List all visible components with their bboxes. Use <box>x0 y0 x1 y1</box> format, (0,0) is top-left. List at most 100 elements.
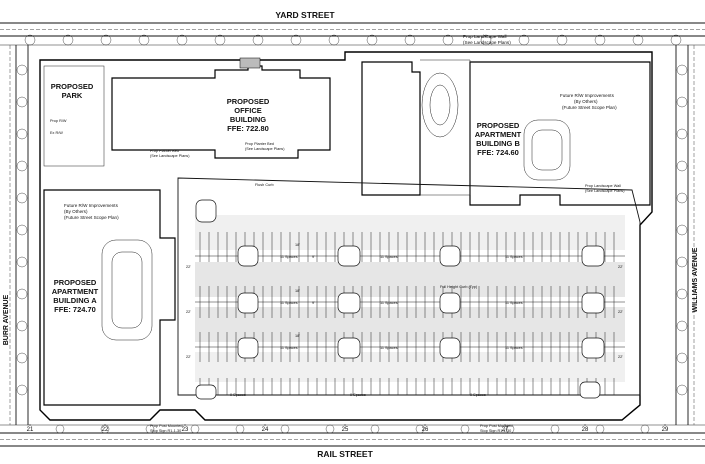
row-3-b: 11 Spaces <box>380 346 398 350</box>
svg-text:BUILDING B: BUILDING B <box>476 139 520 148</box>
tree-icon <box>415 424 425 434</box>
stall-dim-1: 18' <box>295 243 300 247</box>
tree-icon <box>16 64 28 76</box>
ex-rw-label: Ex R/W <box>50 131 63 135</box>
tree-icon <box>480 34 492 46</box>
note-landscape-wall-top: Prop Landscape Wall (See Landscape Plans… <box>463 34 511 45</box>
apt-b-label: PROPOSED APARTMENT BUILDING B FFE: 724.6… <box>475 121 522 157</box>
tree-icon <box>442 34 454 46</box>
tree-icon <box>16 128 28 140</box>
svg-text:Prop Post Mounted: Prop Post Mounted <box>150 424 183 428</box>
row-1-c: 11 Spaces <box>505 255 523 259</box>
row-2-c: 11 Spaces <box>505 301 523 305</box>
tree-icon <box>676 64 688 76</box>
road-edges <box>0 22 705 447</box>
note-stop-sign-1: Prop Post Mounted Stop Sign R1-1-30 <box>150 424 183 433</box>
note-full-height-curb: Full Height Curb (Typ) <box>440 285 478 289</box>
tree-icon <box>190 424 200 434</box>
svg-text:Future R/W Improvements: Future R/W Improvements <box>560 93 615 98</box>
street-east: WILLIAMS AVENUE <box>692 247 699 312</box>
apartment-building-b <box>361 61 421 196</box>
note-future-row-east: Future R/W Improvements (By Others) (Fut… <box>560 93 617 110</box>
note-planter-bed-1: Prop Planter Bed (See Landscape Plans) <box>150 149 190 158</box>
svg-text:APARTMENT: APARTMENT <box>52 287 99 296</box>
street-south: RAIL STREET <box>317 449 373 459</box>
note-stop-sign-2: Prop Post Mounted Stop Sign R1-1-30 <box>480 424 513 433</box>
office-building-label: PROPOSED OFFICE BUILDING FFE: 722.80 <box>227 97 270 133</box>
aisle-dim-5: 22' <box>618 310 623 314</box>
tree-icon <box>16 224 28 236</box>
tree-icon <box>676 224 688 236</box>
svg-text:PROPOSED: PROPOSED <box>227 97 270 106</box>
svg-text:FFE: 722.80: FFE: 722.80 <box>227 124 269 133</box>
grid-label: 24 <box>262 427 269 433</box>
row-2-a: 11 Spaces <box>280 301 298 305</box>
svg-text:APARTMENT: APARTMENT <box>475 130 522 139</box>
svg-text:BUILDING A: BUILDING A <box>53 296 97 305</box>
grid-label: 25 <box>342 427 349 433</box>
tree-icon <box>594 34 606 46</box>
svg-text:(See Landscape Plans): (See Landscape Plans) <box>585 189 625 193</box>
tree-icon <box>16 160 28 172</box>
tree-icon <box>16 256 28 268</box>
tree-icon <box>676 288 688 300</box>
row-4-a: 9 Spaces <box>230 393 246 397</box>
grid-label: 23 <box>182 427 189 433</box>
svg-text:FFE: 724.70: FFE: 724.70 <box>54 305 96 314</box>
grid-label: 26 <box>422 427 429 433</box>
tree-icon <box>176 34 188 46</box>
tree-icon <box>280 424 290 434</box>
tree-icon <box>676 128 688 140</box>
grid-label: 22 <box>102 427 109 433</box>
svg-text:(See Landscape Plans): (See Landscape Plans) <box>463 40 511 45</box>
tree-icon <box>100 424 110 434</box>
tree-icon <box>100 34 112 46</box>
aisle-dim-4: 22' <box>618 265 623 269</box>
park-area <box>43 65 105 167</box>
apartment-building-b-east <box>469 61 651 206</box>
svg-text:Prop Planter Bed: Prop Planter Bed <box>245 142 274 146</box>
tree-icon <box>676 160 688 172</box>
row-3-a: 11 Spaces <box>280 346 298 350</box>
tree-icon <box>676 384 688 396</box>
apt-a-label: PROPOSED APARTMENT BUILDING A FFE: 724.7… <box>52 278 99 314</box>
office-building <box>111 65 331 159</box>
tree-icon <box>640 424 650 434</box>
parking-lot <box>177 177 641 400</box>
parking-row-labels: 11 Spaces 11 Spaces 11 Spaces 11 Spaces … <box>186 243 623 397</box>
svg-text:Prop Planter Bed: Prop Planter Bed <box>150 149 179 153</box>
office-entry-plaza <box>239 57 261 69</box>
note-future-row-west: Future R/W Improvements (By Others) (Fut… <box>64 203 119 220</box>
note-flush-curb: Flush Curb <box>255 183 274 187</box>
stall-width-2: 9' <box>312 301 315 305</box>
tree-icon <box>518 34 530 46</box>
tree-icon <box>16 320 28 332</box>
svg-text:Prop Landscape Wall: Prop Landscape Wall <box>463 34 507 39</box>
tree-icon <box>505 424 515 434</box>
tree-icon <box>16 352 28 364</box>
tree-icon <box>24 34 36 46</box>
apartment-building-a <box>43 189 176 406</box>
tree-icon <box>145 424 155 434</box>
svg-text:Prop Post Mounted: Prop Post Mounted <box>480 424 513 428</box>
svg-text:Prop Landscape Wall: Prop Landscape Wall <box>585 184 621 188</box>
grid-label: 21 <box>27 427 34 433</box>
svg-text:FFE: 724.60: FFE: 724.60 <box>477 148 519 157</box>
stall-dim-3: 18' <box>295 334 300 338</box>
svg-text:PROPOSED: PROPOSED <box>54 278 97 287</box>
tree-icon <box>16 384 28 396</box>
park-label: PROPOSED PARK <box>51 82 94 100</box>
aisle-dim-3: 22' <box>186 355 191 359</box>
building-b-courtyard-wall <box>420 59 471 196</box>
tree-icon <box>676 96 688 108</box>
tree-icon <box>235 424 245 434</box>
svg-text:Stop Sign R1-1-30: Stop Sign R1-1-30 <box>150 429 181 433</box>
tree-icon <box>325 424 335 434</box>
tree-icon <box>595 424 605 434</box>
tree-icon <box>670 34 682 46</box>
tree-icon <box>404 34 416 46</box>
svg-text:PROPOSED: PROPOSED <box>477 121 520 130</box>
tree-icon <box>328 34 340 46</box>
tree-icon <box>252 34 264 46</box>
